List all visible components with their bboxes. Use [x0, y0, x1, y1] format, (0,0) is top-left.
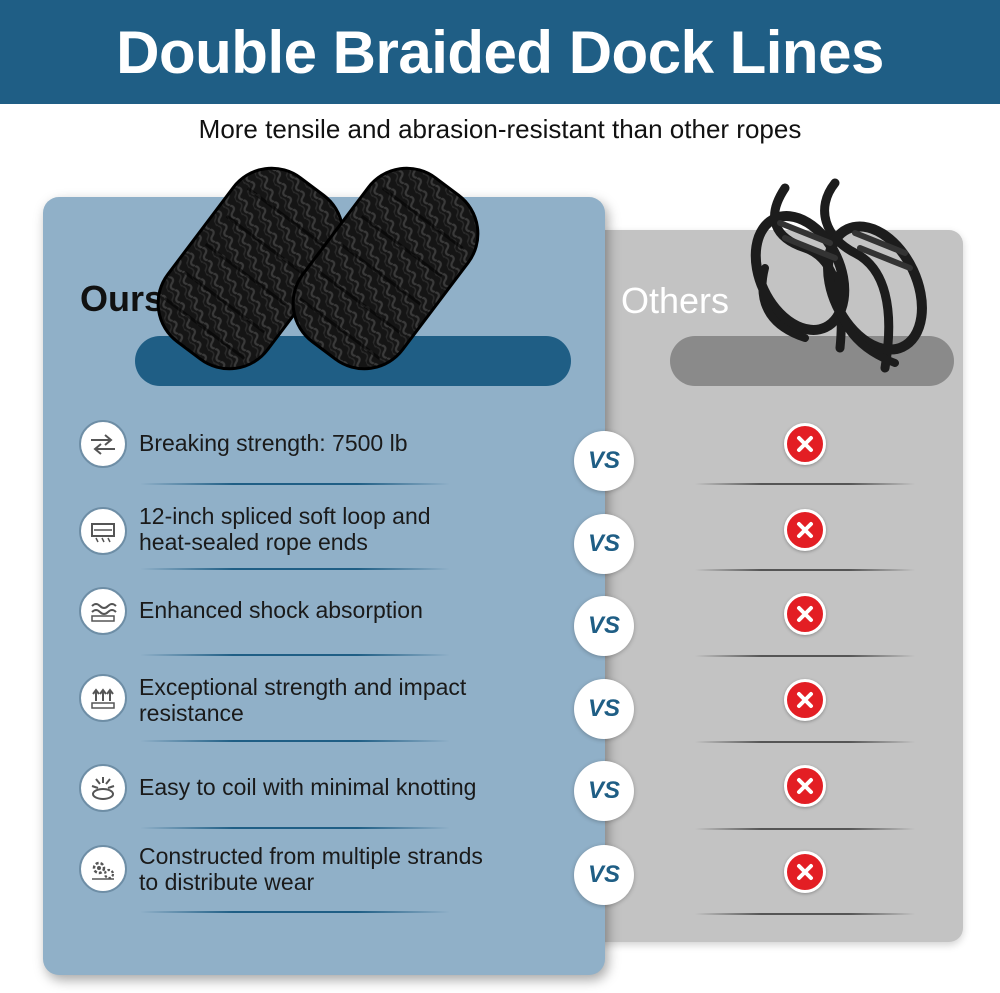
feature-text-line: Exceptional strength and impact [139, 674, 467, 700]
vs-badge: VS [574, 845, 634, 905]
impact-arrows-icon [79, 674, 127, 722]
cross-icon [784, 765, 826, 807]
feature-divider [140, 483, 450, 485]
cross-icon [784, 593, 826, 635]
others-label: Others [621, 280, 730, 321]
others-divider [695, 569, 915, 571]
gears-icon [79, 845, 127, 893]
vs-badge: VS [574, 431, 634, 491]
others-divider [695, 741, 915, 743]
others-divider [695, 655, 915, 657]
page-title: Double Braided Dock Lines [116, 19, 884, 86]
rope-loop-icon [79, 507, 127, 555]
vs-badge: VS [574, 761, 634, 821]
others-divider [695, 828, 915, 830]
cross-icon [784, 509, 826, 551]
vs-badge: VS [574, 596, 634, 656]
ours-rope-image [156, 166, 480, 371]
feature-text-line: Easy to coil with minimal knotting [139, 774, 477, 800]
feature-divider [140, 827, 450, 829]
others-rope-image [750, 178, 927, 373]
cross-icon [784, 679, 826, 721]
feature-text-line: to distribute wear [139, 869, 315, 895]
cross-icon [784, 851, 826, 893]
wave-shock-icon [79, 587, 127, 635]
feature-text-line: heat-sealed rope ends [139, 529, 368, 555]
others-divider [695, 913, 915, 915]
ours-label: Ours [80, 278, 165, 319]
feature-text-line: Constructed from multiple strands [139, 843, 483, 869]
others-divider [695, 483, 915, 485]
feature-text-line: Enhanced shock absorption [139, 597, 423, 623]
feature-divider [140, 654, 450, 656]
cross-icon [784, 423, 826, 465]
feature-text-line: resistance [139, 700, 244, 726]
feature-divider [140, 911, 450, 913]
vs-badge: VS [574, 679, 634, 739]
feature-text-line: 12-inch spliced soft loop and [139, 503, 431, 529]
vs-badge: VS [574, 514, 634, 574]
strength-arrows-icon [79, 420, 127, 468]
page-subtitle: More tensile and abrasion-resistant than… [198, 114, 802, 144]
feature-divider [140, 568, 450, 570]
feature-text-line: Breaking strength: 7500 lb [139, 430, 408, 456]
feature-divider [140, 740, 450, 742]
coil-icon [79, 764, 127, 812]
title-banner: Double Braided Dock Lines [0, 0, 1000, 104]
